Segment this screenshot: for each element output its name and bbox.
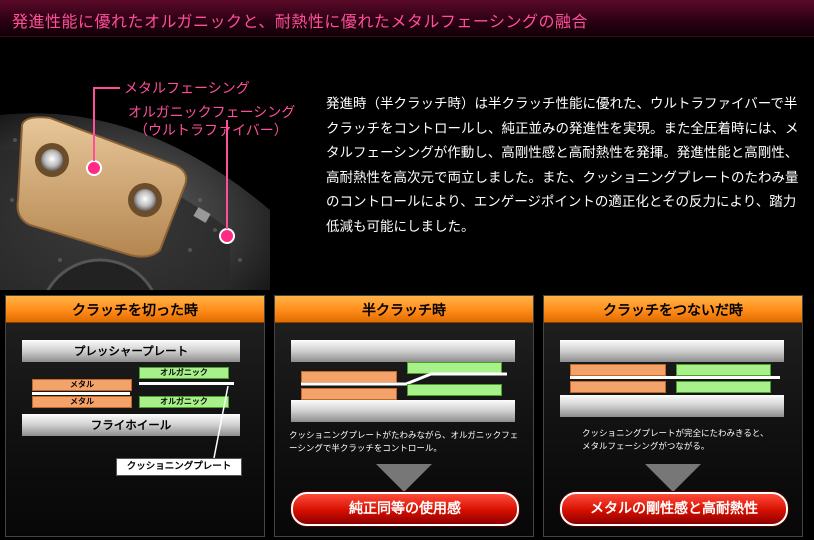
half-clutch-note: クッショニングプレートがたわみながら、オルガニックフェーシングで半クラッチをコン…: [289, 431, 519, 454]
panel-disengaged: クラッチを切った時 プレッシャープレート オルガニック メタル メタル オルガニ…: [5, 295, 265, 537]
cushion-line-right: [139, 382, 234, 385]
panel-half-clutch: 半クラッチ時 クッショニングプレートがたわみながら、オルガニックフェーシングで半…: [274, 295, 534, 537]
flywheel: フライホイール: [22, 414, 240, 436]
metal-pad-bottom: メタル: [32, 396, 132, 408]
description-paragraph: 発進時（半クラッチ時）は半クラッチ性能に優れた、ウルトラファイバーで半クラッチを…: [326, 96, 799, 235]
flywheel-label: フライホイール: [90, 418, 172, 432]
cushion-plate-label: クッショニングプレート: [126, 461, 232, 472]
down-arrow-icon: [376, 464, 432, 492]
header-bar: 発進性能に優れたオルガニックと、耐熱性に優れたメタルフェーシングの融合: [0, 0, 814, 37]
page-title: 発進性能に優れたオルガニックと、耐熱性に優れたメタルフェーシングの融合: [12, 12, 589, 31]
pressure-plate: [560, 340, 784, 362]
engaged-note: クッショニングプレートが完全にたわみきると、メタルフェーシングがつながる。: [582, 429, 769, 452]
clutch-disc-graphic: [0, 87, 270, 290]
callout-metal-facing: メタルフェーシング: [124, 81, 250, 97]
organic-pad-bottom: オルガニック: [139, 396, 229, 408]
pressure-plate-label: プレッシャープレート: [73, 344, 189, 358]
pressure-plate: [291, 340, 515, 362]
cushion-pointer-line: [213, 386, 229, 459]
flywheel: [291, 400, 515, 422]
organic-pad-bottom: [407, 384, 502, 396]
panel-header: 半クラッチ時: [275, 296, 533, 323]
organic-pad-bottom-label: オルガニック: [160, 397, 208, 406]
organic-pad-bottom: [676, 381, 771, 393]
result-badge: 純正同等の使用感: [291, 492, 519, 526]
cushion-line-left: [32, 392, 130, 395]
down-arrow-icon: [645, 464, 701, 492]
description-text: 発進時（半クラッチ時）は半クラッチ性能に優れた、ウルトラファイバーで半クラッチを…: [326, 92, 806, 239]
pressure-plate: プレッシャープレート: [22, 340, 240, 362]
metal-pad-top: メタル: [32, 379, 132, 391]
callout-organic-facing: オルガニックフェーシング: [128, 105, 296, 121]
panel-header: クラッチを切った時: [6, 296, 264, 323]
organic-pad-top-label: オルガニック: [160, 368, 208, 377]
cushion-plate-curve: [301, 372, 507, 386]
panel-title: 半クラッチ時: [362, 303, 446, 319]
metal-pad-top: [570, 364, 666, 376]
metal-pad-bottom: [570, 381, 666, 393]
clutch-disc-illustration: [0, 60, 320, 290]
metal-pad-top-label: メタル: [70, 380, 94, 389]
cushion-plate-label-box: クッショニングプレート: [116, 458, 242, 476]
result-badge: メタルの剛性感と高耐熱性: [560, 492, 788, 526]
metal-pad-bottom-label: メタル: [70, 397, 94, 406]
panel-engaged: クラッチをつないだ時 クッショニングプレートが完全にたわみきると、メタルフェーシ…: [543, 295, 803, 537]
metal-pad-bottom: [301, 388, 397, 400]
organic-pad-top: [676, 364, 771, 376]
callout-ultra-fiber: （ウルトラファイバー）: [134, 123, 288, 139]
organic-pad-top: オルガニック: [139, 367, 229, 379]
panel-title: クラッチを切った時: [72, 303, 198, 319]
panel-title: クラッチをつないだ時: [603, 303, 743, 319]
panel-header: クラッチをつないだ時: [544, 296, 802, 323]
flywheel: [560, 395, 784, 417]
cushion-plate-line: [570, 376, 780, 379]
result-label: 純正同等の使用感: [349, 501, 461, 517]
result-label: メタルの剛性感と高耐熱性: [590, 501, 758, 517]
